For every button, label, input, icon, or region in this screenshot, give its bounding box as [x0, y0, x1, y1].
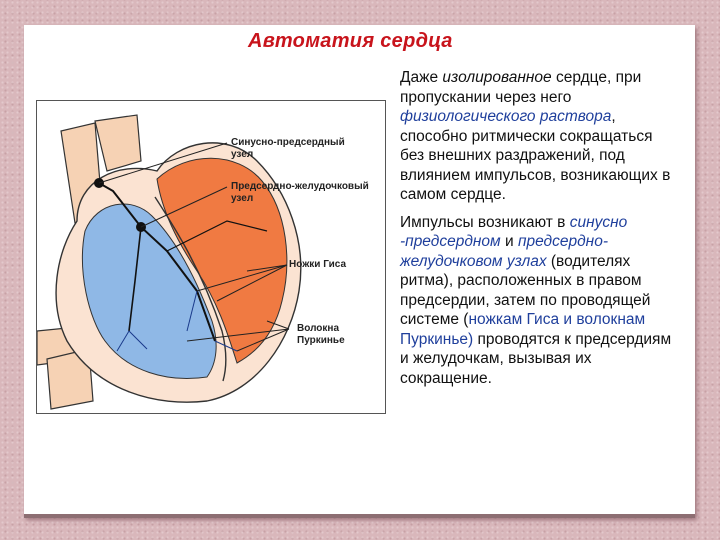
- paragraph-impulses: Импульсы возникают в синусно -предсердно…: [400, 213, 672, 387]
- label-purkinje-fibers: Волокна Пуркинье: [297, 323, 345, 346]
- slide-title: Автоматия сердца: [248, 30, 453, 52]
- heart-illustration: [37, 114, 302, 410]
- description-text: Даже изолированное сердце, при пропускан…: [400, 68, 680, 396]
- paragraph-isolated-heart: Даже изолированное сердце, при пропускан…: [400, 69, 671, 203]
- label-his-bundle: Ножки Гиса: [289, 259, 347, 270]
- heart-conduction-diagram: Синусно-предсердный узел Предсердно-желу…: [36, 100, 386, 414]
- label-sinoatrial-node: Синусно-предсердный узел: [231, 137, 345, 160]
- slide-bottom-border: [24, 514, 695, 518]
- label-av-node: Предсердно-желудочковый узел: [231, 181, 369, 204]
